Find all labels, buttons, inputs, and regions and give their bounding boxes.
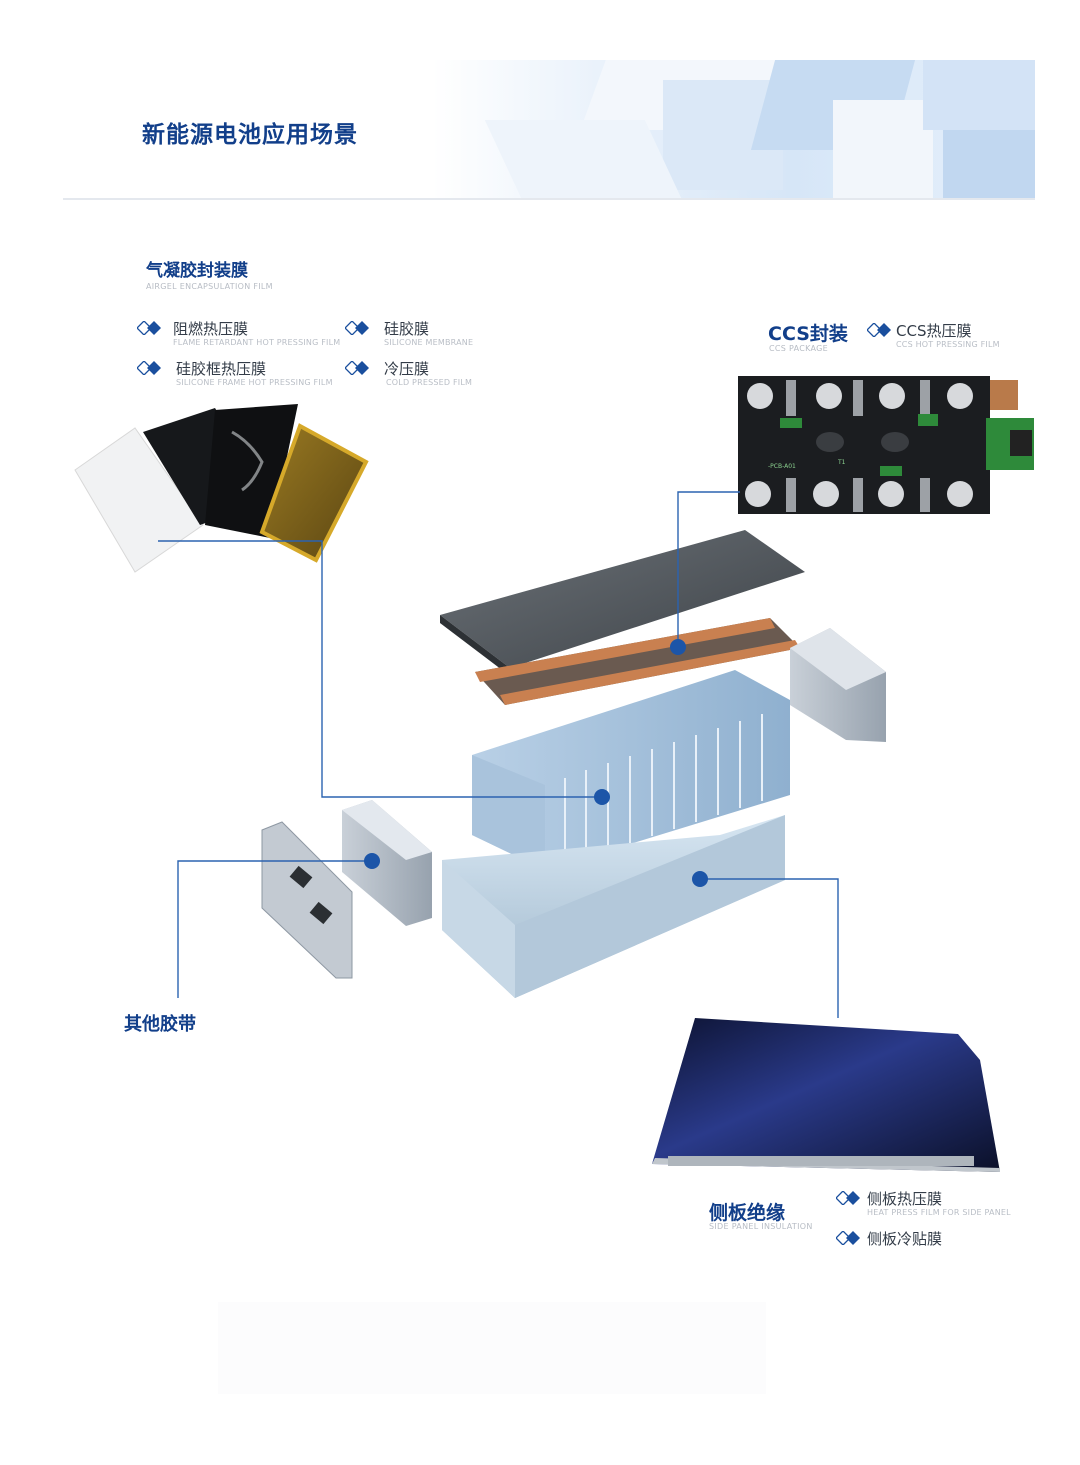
aerogel-item-sub: SILICONE MEMBRANE <box>384 338 474 347</box>
leader-line-ccs <box>677 491 740 647</box>
end-frame <box>261 821 353 979</box>
side-panel-title: 侧板绝缘 <box>709 1202 786 1224</box>
side-panel-item-label: 侧板冷贴膜 <box>867 1230 943 1248</box>
callout-dot-tray <box>692 871 708 887</box>
callout-dot-cells <box>594 789 610 805</box>
board-mark-pcb: -PCB-A01 <box>768 463 796 470</box>
aerogel-item-label: 硅胶膜 <box>384 320 430 338</box>
top-lid <box>440 530 805 668</box>
aerogel-item-sub: COLD PRESSED FILM <box>386 378 473 387</box>
footer-placeholder <box>218 1302 766 1394</box>
callout-dot-ccs <box>670 639 686 655</box>
banner-shape <box>923 60 1035 130</box>
header-divider <box>63 198 1035 200</box>
bottom-tray <box>442 815 785 998</box>
aerogel-subtitle: AIRGEL ENCAPSULATION FILM <box>146 282 273 291</box>
diamond-bullet-icon <box>836 1191 860 1205</box>
ccs-board-photo: T1 -PCB-A01 <box>738 376 1034 514</box>
ccs-busbar-layer <box>475 618 800 705</box>
aerogel-film-samples <box>74 404 369 573</box>
white-film-sheet <box>74 427 204 573</box>
leader-line-side-panel <box>700 878 839 1018</box>
aerogel-item-sub: FLAME RETARDANT HOT PRESSING FILM <box>173 338 341 347</box>
ccs-item-sub: CCS HOT PRESSING FILM <box>896 340 1000 349</box>
ccs-item-label: CCS热压膜 <box>896 322 972 340</box>
header-banner <box>63 60 1035 198</box>
side-panel-insulation-photo <box>652 1018 1000 1172</box>
battery-cell-stack <box>472 670 790 870</box>
diamond-bullet-icon <box>345 321 369 335</box>
side-panel-item-sub: HEAT PRESS FILM FOR SIDE PANEL <box>867 1208 1011 1217</box>
diamond-bullet-icon <box>137 321 161 335</box>
aerogel-item-label: 冷压膜 <box>384 360 430 378</box>
aerogel-item-sub: SILICONE FRAME HOT PRESSING FILM <box>176 378 333 387</box>
callout-dot-end-plate <box>364 853 380 869</box>
aerogel-item-label: 阻燃热压膜 <box>173 320 249 338</box>
leader-line-aerogel <box>158 540 602 798</box>
amber-film-sheet <box>259 423 369 563</box>
banner-shape <box>943 130 1035 198</box>
aerogel-item-label: 硅胶框热压膜 <box>176 360 267 378</box>
ccs-subtitle: CCS PACKAGE <box>769 344 829 353</box>
page-title: 新能源电池应用场景 <box>142 122 358 148</box>
leader-lines <box>158 491 839 1018</box>
banner-shape <box>833 100 933 198</box>
ccs-terminal <box>990 380 1018 410</box>
end-plate-left <box>342 800 432 926</box>
other-tape-title: 其他胶带 <box>124 1014 196 1035</box>
side-panel-subtitle: SIDE PANEL INSULATION <box>709 1222 813 1231</box>
aerogel-title: 气凝胶封装膜 <box>146 261 248 281</box>
end-plate-right <box>790 628 886 742</box>
leader-line-other-tape <box>177 860 372 998</box>
ccs-title: CCS封装 <box>768 323 848 345</box>
side-panel-item-label: 侧板热压膜 <box>867 1190 943 1208</box>
callout-dots <box>364 639 708 887</box>
board-mark-t1: T1 <box>837 459 846 466</box>
diamond-bullet-icon <box>345 361 369 375</box>
diamond-bullet-icon <box>867 323 891 337</box>
diamond-bullet-icon <box>836 1231 860 1245</box>
diamond-bullet-icon <box>137 361 161 375</box>
